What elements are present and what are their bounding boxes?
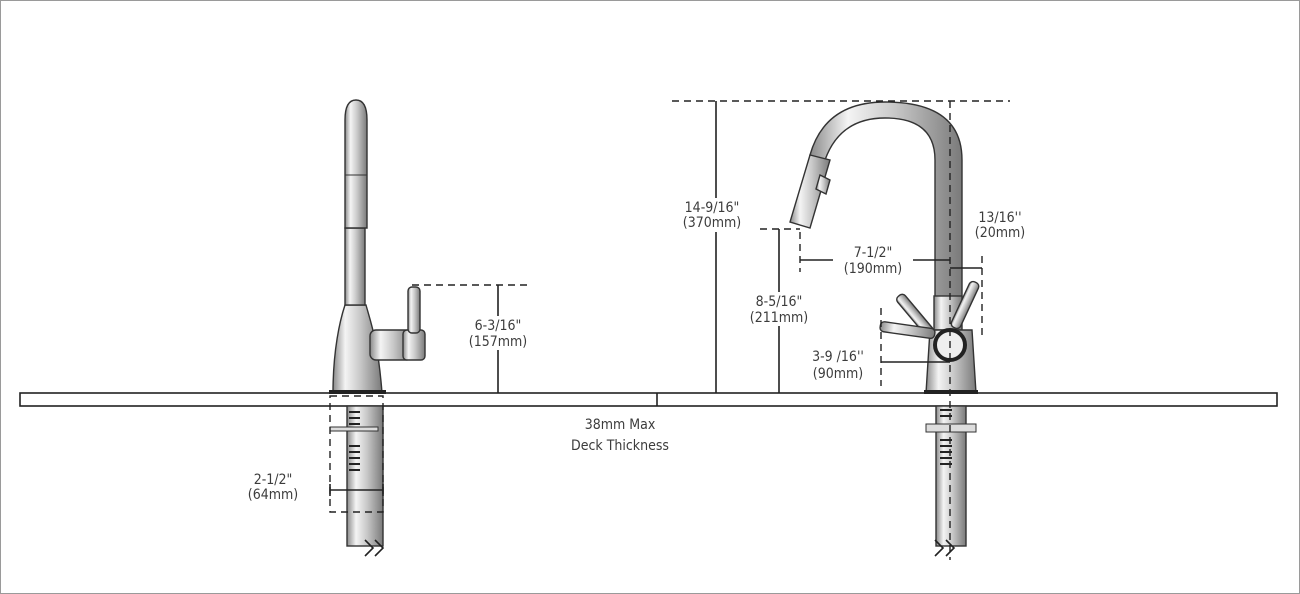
- dimension-shank-width: 2-1/2" (64mm): [248, 472, 384, 503]
- deck-thickness-line2: Deck Thickness: [571, 438, 669, 454]
- shank-width-metric: (64mm): [248, 487, 298, 503]
- overall-height-metric: (370mm): [683, 215, 741, 231]
- dimension-spout-height: 8-5/16" (211mm): [743, 228, 815, 393]
- offset-imperial: 13/16'': [978, 210, 1021, 226]
- dimension-handle-height: 6-3/16" (157mm): [412, 284, 536, 393]
- overall-height-imperial: 14-9/16": [685, 200, 740, 216]
- dimension-deck-thickness: 38mm Max Deck Thickness: [571, 393, 669, 454]
- dimension-overall-height: 14-9/16" (370mm): [672, 100, 1010, 393]
- deck-thickness-line1: 38mm Max: [585, 417, 656, 433]
- left-thread: [349, 411, 360, 471]
- left-shank-dashed-box: [329, 395, 384, 513]
- offset-metric: (20mm): [975, 225, 1025, 241]
- handle-clearance-metric: (90mm): [813, 366, 863, 382]
- shank-width-imperial: 2-1/2": [254, 472, 293, 488]
- right-faucet-drawing: [789, 101, 980, 557]
- spout-reach-imperial: 7-1/2": [854, 245, 893, 261]
- handle-height-imperial: 6-3/16": [475, 318, 522, 334]
- countertop-deck: [19, 392, 1278, 407]
- dimension-spout-reach: 7-1/2" (190mm): [799, 232, 950, 277]
- spout-reach-metric: (190mm): [844, 261, 902, 277]
- handle-height-metric: (157mm): [469, 334, 527, 350]
- handle-clearance-imperial: 3-9 /16'': [812, 349, 864, 365]
- dimension-offset: 13/16'' (20mm): [950, 210, 1025, 336]
- spout-height-metric: (211mm): [750, 310, 808, 326]
- spout-height-imperial: 8-5/16": [756, 294, 803, 310]
- left-faucet-drawing: [329, 99, 426, 557]
- dimension-handle-clearance: 3-9 /16'' (90mm): [812, 308, 950, 386]
